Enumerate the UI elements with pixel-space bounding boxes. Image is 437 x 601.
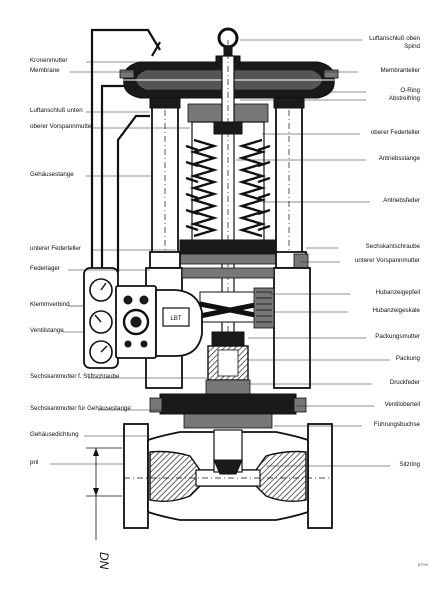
label-antriebsfeder: Antriebsfeder [383,197,420,204]
label-membranteller: Membranteller [380,67,420,74]
label-pnl: pnl [30,459,38,466]
label-hubanzeigeskale: Hubanzeigeskale [373,307,421,314]
corner-mark: 87/99 [418,562,429,567]
actuator-springs [185,138,271,238]
label-druckfeder: Druckfeder [390,379,420,386]
positioner-logo: LBT [170,315,182,322]
label-ventiloberteil: Ventiloberteil [385,401,420,408]
label-klemmverbind: Klemmverbind [30,301,70,308]
label-membrane: Membrane [30,67,60,74]
bonnet [149,393,307,429]
positioner-body: LBT [115,285,203,359]
label-abstreifring: Abstreifring [389,95,421,102]
label-luftanschluss-unten: Luftanschluß unten [30,107,83,114]
label-unterer-federteller: unterer Federteller [30,245,81,252]
label-packung: Packung [396,355,421,362]
stroke-indicator [199,287,275,329]
label-oberer-federteller: oberer Federteller [371,129,420,136]
label-gehaeusestange: Gehäusestange [30,171,74,178]
label-hubanzeigepfeil: Hubanzeigepfeil [376,289,420,296]
valve-body [123,423,333,529]
label-luftanschluss-oben: Luftanschluß oben [369,35,420,42]
label-sechskantschraube: Sechskantschraube [366,243,421,250]
label-ventilstange: Ventilstange [30,327,64,334]
label-sechskantmutter-stiftschraube: Sechskantmutter f. Stiftschraube [30,373,120,380]
label-packungsmutter: Packungsmutter [375,333,420,340]
label-federlager: Federlager [30,265,60,272]
labels-left: Kronenmutter Membrane Luftanschluß unten… [30,57,131,466]
leader-lines [50,39,390,467]
label-spind: Spind [404,43,420,50]
gauge-panel [83,267,119,369]
label-gehaeusedichtung: Gehäusedichtung [30,431,79,438]
label-unterer-vorspannmutter: unterer Vorspannmutter [355,257,420,264]
label-antriebsstange: Antriebsstange [379,155,421,162]
dn-label: DN [97,552,111,570]
label-kronenmutter: Kronenmutter [30,57,68,64]
packing-box [205,331,251,401]
dn-dimension: DN [86,447,122,570]
label-sechskantmutter-gehaeusestange: Sechskantmutter für Gehäusestange [30,405,131,412]
label-oberer-vorspannmutter: oberer Vorspannmutter [30,123,93,130]
labels-right: Luftanschluß oben Spind Membranteller O-… [355,35,421,468]
label-fuehrungsbuchse: Führungsbuchse [374,421,421,428]
label-sitzring: Sitzring [399,461,420,468]
label-o-ring: O-Ring [400,87,420,94]
